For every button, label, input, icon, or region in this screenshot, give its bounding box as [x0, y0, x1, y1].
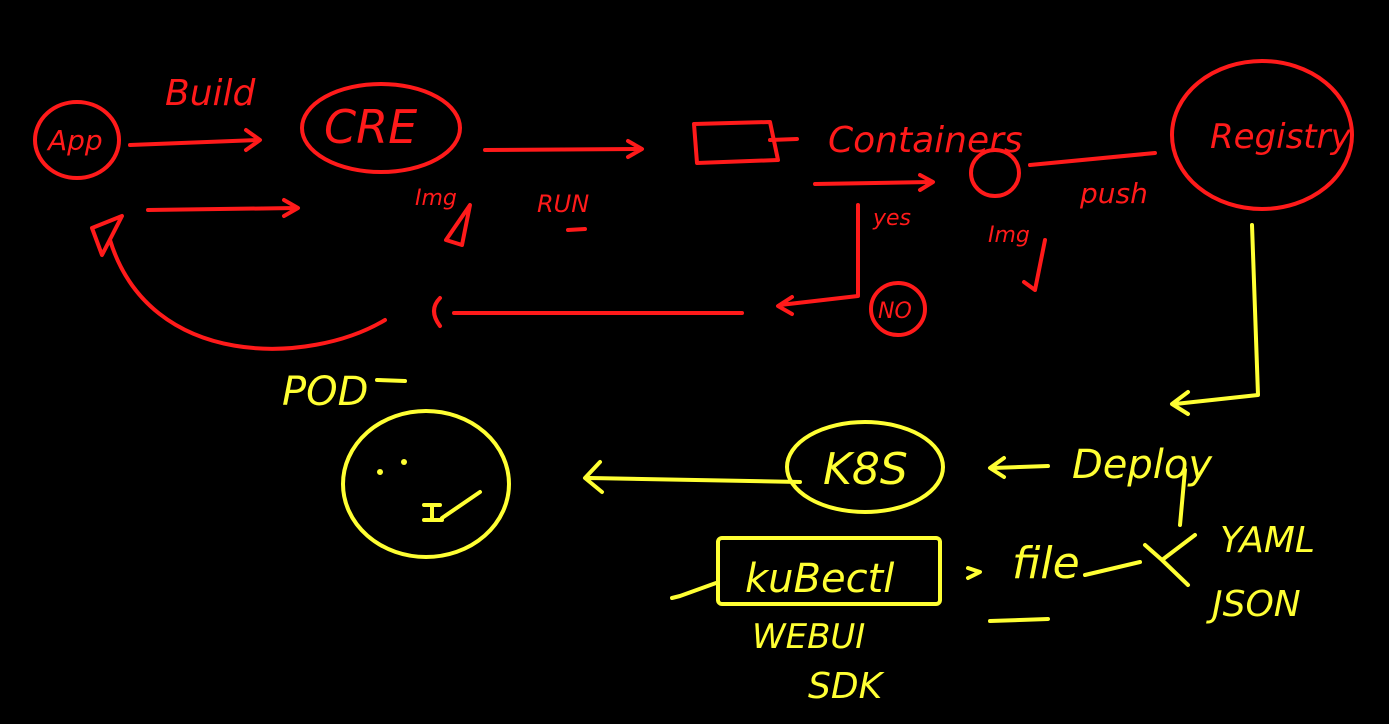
no-node-circle: [869, 281, 927, 337]
img-label-1: Img: [415, 186, 457, 211]
yes-branch-line: [776, 203, 860, 316]
deploy-down-line: [1178, 468, 1187, 527]
yaml-label: YAML: [1220, 520, 1315, 561]
webui-label: WEBUI: [752, 617, 865, 657]
img-node-circle: [969, 148, 1021, 198]
img-pointer-2: [1022, 238, 1047, 292]
img-label-2: Img: [988, 223, 1030, 248]
run-arrow: [483, 139, 644, 159]
container-to-img-arrow: [813, 173, 935, 192]
pod-dot-1: [377, 469, 383, 475]
sdk-label: SDK: [808, 666, 885, 707]
cre-node-ellipse: [300, 82, 462, 174]
kubectl-check-mark: [670, 581, 718, 600]
json-label: JSON: [1206, 584, 1301, 625]
pod-label: POD: [282, 369, 368, 415]
return-bracket: [432, 296, 442, 328]
file-branch: [1083, 533, 1197, 587]
kubectl-label: kuBectl: [745, 556, 894, 602]
run-underline: [566, 227, 587, 232]
container-connector: [768, 137, 799, 142]
deploy-arrow: [988, 456, 1050, 479]
app-node-label: App: [46, 124, 103, 157]
k8s-to-pod-arrow: [583, 460, 802, 494]
push-line: [1028, 151, 1157, 167]
no-node-label: NO: [878, 299, 912, 324]
build-label: Build: [165, 73, 257, 114]
cre-node-label: CRE: [324, 100, 417, 154]
file-underline: [988, 617, 1050, 623]
push-label: push: [1079, 177, 1148, 210]
containers-label: Containers: [828, 120, 1023, 161]
file-label: file: [1012, 538, 1080, 589]
app-return-arrow: [146, 198, 300, 218]
deploy-label: Deploy: [1072, 442, 1213, 488]
pod-container-mark: [422, 490, 482, 522]
yes-label: yes: [872, 206, 911, 231]
registry-node-circle: [1170, 59, 1354, 211]
registry-to-deploy-line: [1170, 223, 1260, 416]
pod-node-circle: [341, 409, 511, 559]
pod-dot-2: [401, 459, 407, 465]
loop-back-curve: [108, 238, 387, 351]
registry-node-label: Registry: [1210, 117, 1352, 157]
container-box: [692, 120, 780, 165]
build-arrow: [128, 128, 262, 152]
loop-back-arrowhead: [90, 214, 124, 257]
k8s-node-ellipse: [785, 420, 945, 514]
img-pointer-1: [444, 203, 472, 247]
kubectl-to-file-arrow: [966, 566, 982, 580]
k8s-node-label: K8S: [823, 444, 908, 495]
kubectl-box: [716, 536, 942, 606]
pod-arrow: [375, 378, 407, 383]
app-node-circle: [33, 100, 121, 180]
run-label: RUN: [537, 190, 589, 218]
